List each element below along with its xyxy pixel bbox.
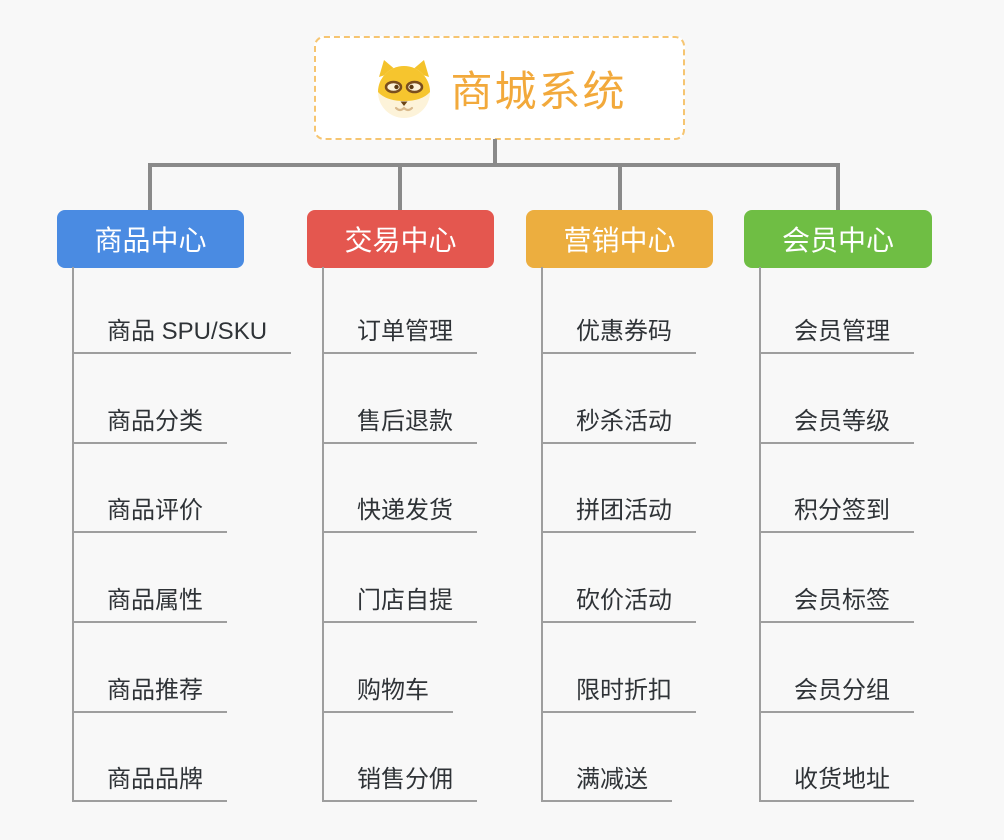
root-node[interactable]: 商城系统 xyxy=(314,36,685,140)
branch-rail-connector xyxy=(148,163,840,167)
sub-node[interactable]: 会员等级 xyxy=(761,410,914,444)
branch-node-products[interactable]: 商品中心 xyxy=(57,210,244,268)
sub-node[interactable]: 商品属性 xyxy=(74,589,227,623)
sub-node[interactable]: 门店自提 xyxy=(324,589,477,623)
branch-node-trade[interactable]: 交易中心 xyxy=(307,210,494,268)
branch-connector xyxy=(836,163,840,210)
root-title: 商城系统 xyxy=(450,67,627,115)
sub-node[interactable]: 会员管理 xyxy=(761,320,914,354)
sub-node[interactable]: 售后退款 xyxy=(324,410,477,444)
branch-items-marketing: 优惠券码 秒杀活动 拼团活动 砍价活动 限时折扣 满减送 xyxy=(541,267,783,802)
sub-node[interactable]: 积分签到 xyxy=(761,499,914,533)
branch-items-members: 会员管理 会员等级 积分签到 会员标签 会员分组 收货地址 xyxy=(759,267,1001,802)
root-connector xyxy=(493,139,497,165)
sub-node[interactable]: 销售分佣 xyxy=(324,768,477,802)
sub-node[interactable]: 购物车 xyxy=(324,679,453,713)
sub-node[interactable]: 拼团活动 xyxy=(543,499,696,533)
branch-node-marketing[interactable]: 营销中心 xyxy=(526,210,713,268)
sub-node[interactable]: 收货地址 xyxy=(761,768,914,802)
sub-node[interactable]: 商品推荐 xyxy=(74,679,227,713)
branch-node-members[interactable]: 会员中心 xyxy=(744,210,932,268)
shiba-dog-icon xyxy=(372,57,436,119)
sub-node[interactable]: 秒杀活动 xyxy=(543,410,696,444)
branch-connector xyxy=(618,163,622,210)
sub-node[interactable]: 限时折扣 xyxy=(543,679,696,713)
branch-items-products: 商品 SPU/SKU 商品分类 商品评价 商品属性 商品推荐 商品品牌 xyxy=(72,267,314,802)
sub-node[interactable]: 砍价活动 xyxy=(543,589,696,623)
sub-node[interactable]: 商品评价 xyxy=(74,499,227,533)
sub-node[interactable]: 满减送 xyxy=(543,768,672,802)
sub-node[interactable]: 会员标签 xyxy=(761,589,914,623)
sub-node[interactable]: 商品分类 xyxy=(74,410,227,444)
branch-connector xyxy=(148,163,152,210)
sub-node[interactable]: 优惠券码 xyxy=(543,320,696,354)
branch-items-trade: 订单管理 售后退款 快递发货 门店自提 购物车 销售分佣 xyxy=(322,267,564,802)
sub-node[interactable]: 快递发货 xyxy=(324,499,477,533)
sub-node[interactable]: 商品品牌 xyxy=(74,768,227,802)
sub-node[interactable]: 商品 SPU/SKU xyxy=(74,320,292,354)
sub-node[interactable]: 会员分组 xyxy=(761,679,914,713)
branch-connector xyxy=(398,163,402,210)
sub-node[interactable]: 订单管理 xyxy=(324,320,477,354)
